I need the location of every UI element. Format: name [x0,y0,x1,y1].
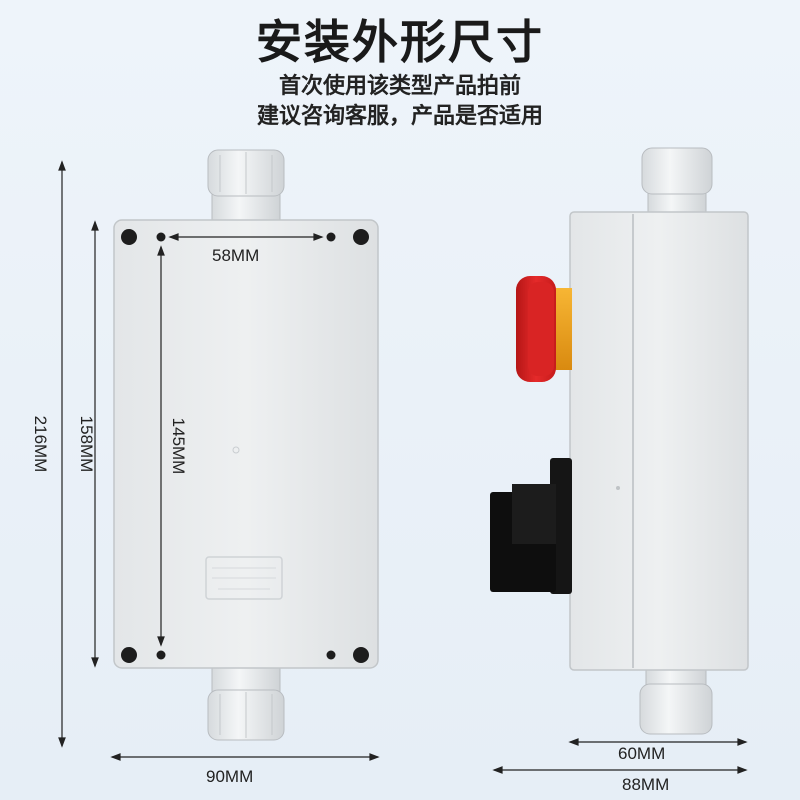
mounting-hole [326,232,336,242]
corner-screw [121,647,137,663]
center-mark [232,446,240,454]
dim-box-height: 158MM [77,415,96,473]
dim-width: 90MM [206,767,254,786]
dim-depth-body: 60MM [618,744,666,763]
corner-screw [353,647,369,663]
notice-line-2: 建议咨询客服，产品是否适用 [256,104,543,129]
cable-gland-bottom [207,663,285,741]
corner-screw [121,229,137,245]
dim-hole-height: 145MM [169,417,188,475]
cable-gland-top [207,149,285,223]
enclosure-side [569,211,749,671]
dim-total-height: 216MM [31,415,50,473]
mounting-hole [156,650,166,660]
corner-screw [353,229,369,245]
enclosure-front [113,219,379,669]
cable-gland-side-top [641,147,713,219]
mounting-hole [156,232,166,242]
emergency-stop-button [516,276,572,382]
dim-depth-total: 88MM [622,775,670,794]
embossed-label [205,556,283,600]
dim-hole-width: 58MM [212,246,260,265]
cable-gland-side-bottom [639,665,713,735]
mounting-hole [326,650,336,660]
notice-line-1: 首次使用该类型产品拍前 [278,74,521,99]
rotary-selector-knob [490,458,572,594]
page-title: 安装外形尺寸 [256,15,544,69]
dimension-lines [58,160,748,774]
